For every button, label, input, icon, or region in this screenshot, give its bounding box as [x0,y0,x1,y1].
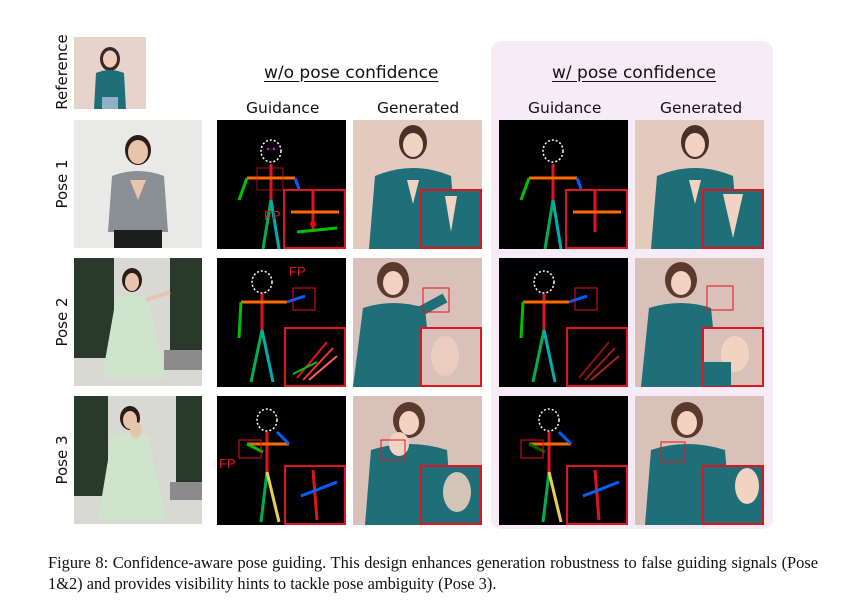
group-title-without: w/o pose confidence [264,63,439,83]
pose1-source-image [74,120,202,248]
pose2-guidance-without: FP [217,258,346,387]
fp-label: FP [289,264,306,279]
col-head-generated-1: Generated [377,99,460,117]
pose2-guidance-with [499,258,628,387]
group-title-with: w/ pose confidence [552,63,717,83]
reference-image [74,37,146,109]
pose1-generated-with [635,120,764,249]
col-head-guidance-2: Guidance [528,99,602,117]
pose1-guidance-without: FP [217,120,346,249]
pose2-source-image [74,258,202,386]
row-label-pose-3: Pose 3 [53,435,71,485]
row-label-pose-2: Pose 2 [53,297,71,347]
pose3-source-image [74,396,202,524]
col-head-guidance-1: Guidance [246,99,320,117]
fp-label: FP [219,456,236,471]
row-label-pose-1: Pose 1 [53,159,71,209]
pose3-generated-with [635,396,764,525]
pose1-generated-without [353,120,482,249]
pose2-generated-with [635,258,764,387]
reference-label: Reference [53,34,71,110]
pose3-guidance-without: FP [217,396,346,525]
pose2-generated-without [353,258,482,387]
col-head-generated-2: Generated [660,99,743,117]
pose3-guidance-with [499,396,628,525]
pose1-guidance-with [499,120,628,249]
pose3-generated-without [353,396,482,525]
fp-label: FP [264,208,281,223]
figure-caption: Figure 8: Confidence-aware pose guiding.… [48,553,818,593]
